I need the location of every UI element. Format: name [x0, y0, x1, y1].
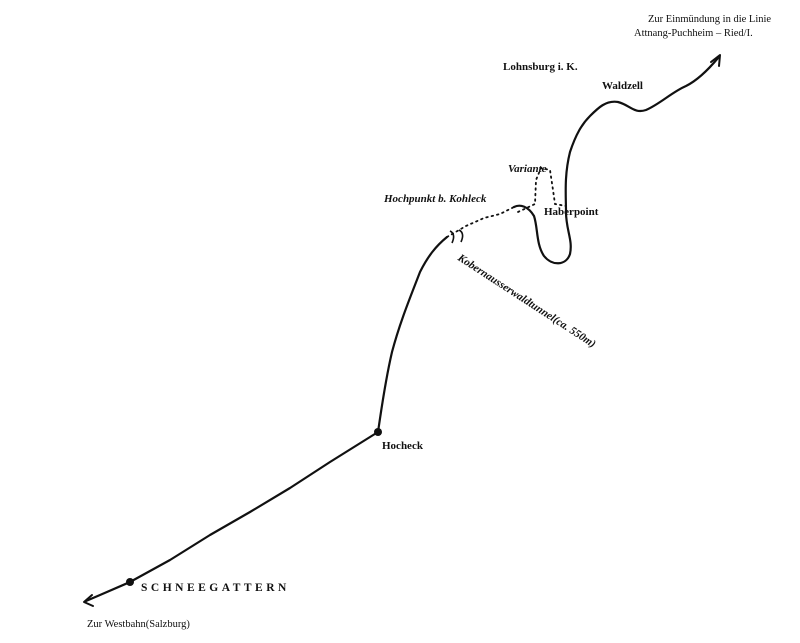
- destination-label-ne-line1: Zur Einmündung in die Linie: [648, 14, 772, 25]
- place-label-lohnsburg: Lohnsburg i. K.: [503, 61, 578, 73]
- route-line-south: [84, 235, 449, 603]
- tunnel-line: [446, 206, 515, 238]
- variant-label: Variante: [508, 163, 547, 175]
- arrow-ne-icon: [710, 54, 721, 67]
- destination-label-sw: Zur Westbahn(Salzburg): [87, 619, 190, 630]
- station-dot-hocheck: [374, 428, 382, 436]
- high-point-label: Hochpunkt b. Kohleck: [384, 193, 487, 205]
- arrow-sw-icon: [83, 594, 94, 607]
- place-label-waldzell: Waldzell: [602, 80, 643, 92]
- route-line-north: [512, 56, 720, 265]
- destination-label-ne-line2: Attnang-Puchheim – Ried/I.: [634, 28, 753, 39]
- place-label-hocheck: Hocheck: [382, 440, 423, 452]
- variant-line: [517, 166, 567, 213]
- station-dot-schneegattern: [126, 578, 134, 586]
- place-label-haberpoint: Haberpoint: [544, 206, 599, 218]
- place-label-schneegattern: SCHNEEGATTERN: [141, 582, 290, 594]
- tunnel-portal-mark: [449, 229, 464, 244]
